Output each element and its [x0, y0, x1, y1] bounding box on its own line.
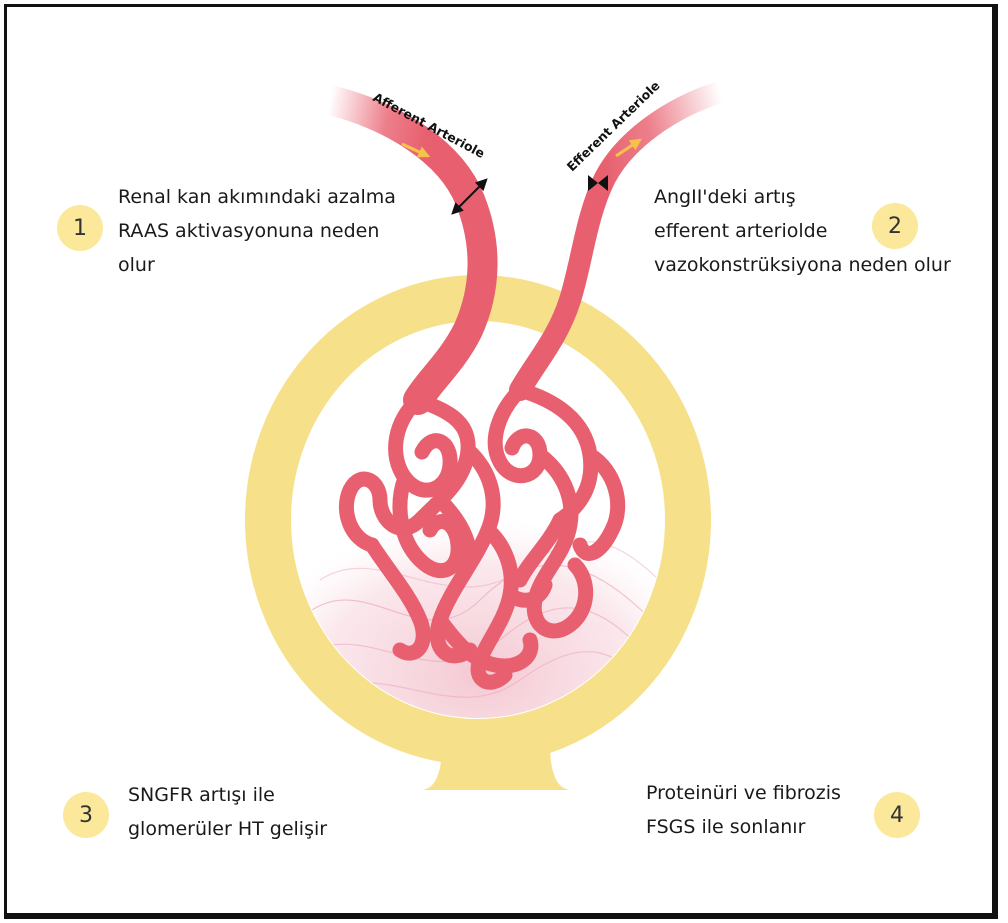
step-1-line-3: olur — [118, 248, 396, 282]
step-1-line-2: RAAS aktivasyonuna neden — [118, 214, 396, 248]
step-4-number: 4 — [890, 803, 904, 828]
step-3-line-1: SNGFR artışı ile — [128, 778, 327, 812]
step-4-text: Proteinüri ve fibrozis FSGS ile sonlanır — [646, 776, 841, 844]
step-1-text: Renal kan akımındaki azalma RAAS aktivas… — [118, 180, 396, 282]
step-4-line-2: FSGS ile sonlanır — [646, 810, 841, 844]
step-3-badge: 3 — [63, 792, 109, 838]
step-2-text: AngII'deki artış efferent arteriolde vaz… — [654, 180, 951, 282]
step-2-line-2: efferent arteriolde — [654, 214, 951, 248]
step-1-line-1: Renal kan akımındaki azalma — [118, 180, 396, 214]
step-3-number: 3 — [79, 803, 93, 828]
step-3-line-2: glomerüler HT gelişir — [128, 812, 327, 846]
step-4-line-1: Proteinüri ve fibrozis — [646, 776, 841, 810]
step-1-badge: 1 — [57, 205, 103, 251]
step-4-badge: 4 — [874, 792, 920, 838]
step-3-text: SNGFR artışı ile glomerüler HT gelişir — [128, 778, 327, 846]
step-2-line-1: AngII'deki artış — [654, 180, 951, 214]
step-1-number: 1 — [73, 216, 87, 241]
step-2-line-3: vazokonstrüksiyona neden olur — [654, 248, 951, 282]
